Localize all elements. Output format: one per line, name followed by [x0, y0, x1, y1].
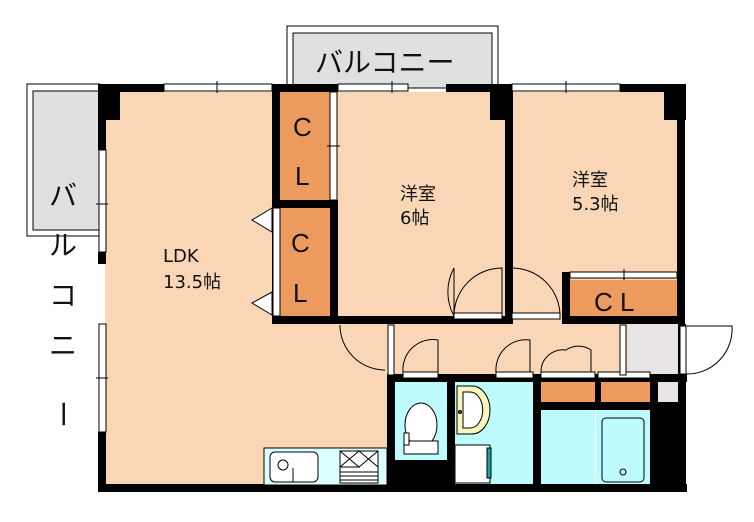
- ldk-size: 13.5帖: [163, 272, 221, 293]
- closet-lower-l: L: [293, 278, 307, 308]
- svg-text:バ: バ: [49, 179, 77, 212]
- doors: [339, 267, 733, 375]
- bathtub-icon: [601, 417, 645, 483]
- svg-text:ー: ー: [46, 400, 79, 428]
- door-leaves: [272, 207, 687, 379]
- balcony-left: [26, 83, 101, 237]
- toilet-icon: [403, 402, 439, 455]
- closet-lower-c: C: [291, 228, 310, 258]
- bedroom2-name: 洋室: [572, 170, 608, 191]
- svg-text:ル: ル: [49, 229, 77, 262]
- closet-right-label: C L: [594, 287, 634, 317]
- storage-1: [540, 380, 596, 402]
- kitchen-counter: [263, 447, 388, 486]
- walls: [98, 84, 687, 492]
- balcony-top: [286, 25, 499, 89]
- balcony-left-label: バ ル コ ニ ー: [46, 179, 79, 428]
- svg-text:ニ: ニ: [49, 329, 77, 362]
- closet-upper-c: C: [293, 112, 312, 142]
- bedroom1-size: 6帖: [400, 208, 429, 229]
- closet-lower-left: [280, 208, 330, 316]
- windows: [96, 81, 678, 433]
- storage-2: [600, 380, 650, 402]
- stove-icon: [339, 450, 379, 484]
- bedroom1-floor: [335, 92, 507, 320]
- bathroom: [596, 410, 650, 488]
- bedroom2-size: 5.3帖: [572, 194, 619, 215]
- ldk-name: LDK: [163, 246, 200, 267]
- svg-text:コ: コ: [49, 279, 77, 312]
- bedroom1-name: 洋室: [400, 184, 436, 205]
- folding-door-markers: [250, 207, 273, 316]
- bath-dressing: [540, 410, 595, 488]
- closet-upper-left: [280, 92, 330, 200]
- closet-right: [570, 280, 677, 316]
- washbasin-icon: [456, 385, 491, 435]
- sink-icon: [269, 451, 319, 483]
- washing-machine-icon: [454, 444, 492, 484]
- closet-upper-l: L: [295, 161, 309, 191]
- balcony-top-label: バルコニー: [315, 46, 454, 79]
